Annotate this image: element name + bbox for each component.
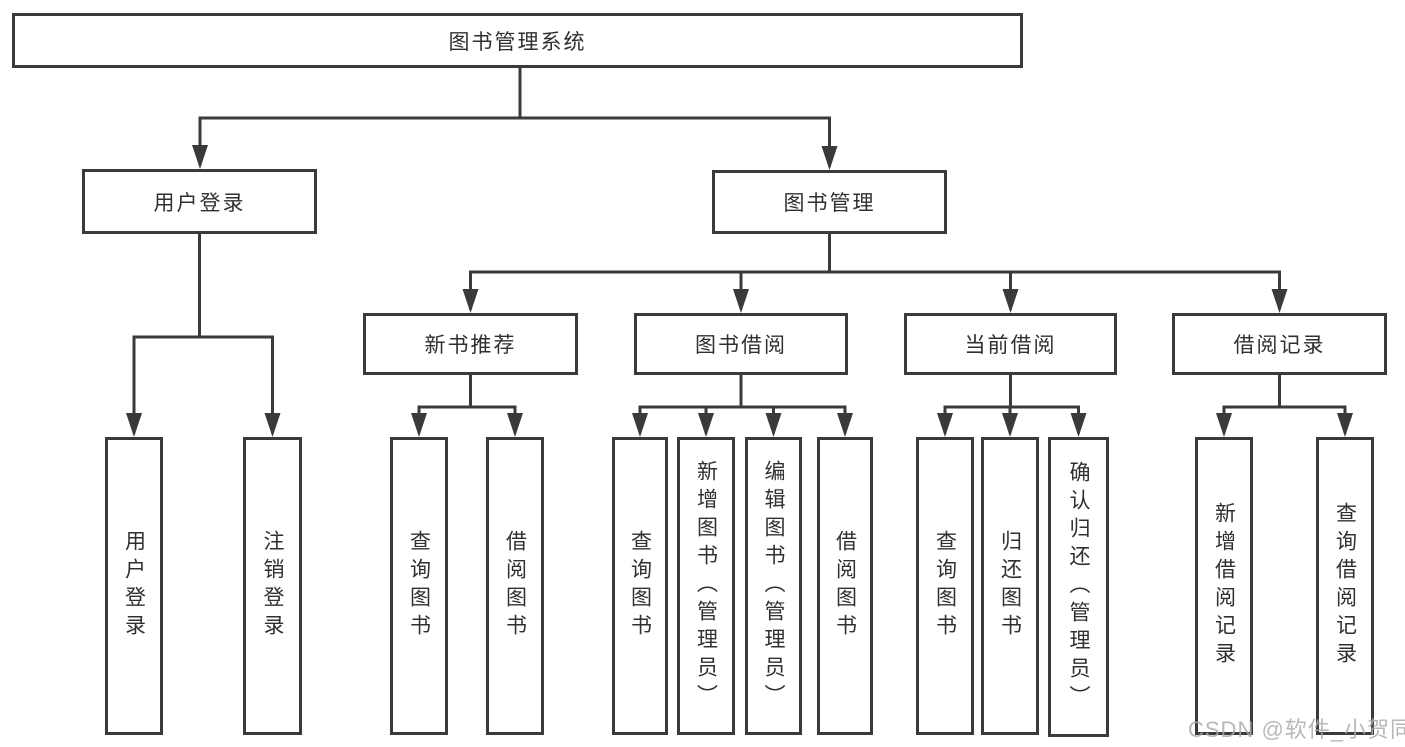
node-user-login: 用户登录 (82, 169, 317, 234)
node-book-borrowing: 图书借阅 (634, 313, 848, 375)
leaf-borrow-books-borrowing: 借阅图书 (817, 437, 873, 735)
leaf-return-book-label: 归还图书 (998, 530, 1022, 642)
leaf-query-books-recommend: 查询图书 (390, 437, 448, 735)
leaf-query-books-current: 查询图书 (916, 437, 974, 735)
node-current-borrowing: 当前借阅 (904, 313, 1117, 375)
node-root-label: 图书管理系统 (448, 30, 587, 54)
leaf-add-borrow-record-label: 新增借阅记录 (1212, 502, 1236, 670)
leaf-logout: 注销登录 (243, 437, 302, 735)
leaf-edit-book-admin-label: 编辑图书（管理员） (762, 460, 785, 712)
leaf-query-books-borrowing-label: 查询图书 (628, 530, 652, 642)
node-book-management: 图书管理 (712, 170, 947, 234)
leaf-query-books-borrowing: 查询图书 (612, 437, 668, 735)
node-borrowing-records-label: 借阅记录 (1233, 334, 1326, 357)
leaf-borrow-books-recommend-label: 借阅图书 (503, 530, 527, 642)
leaf-confirm-return-admin-label: 确认归还（管理员） (1067, 461, 1090, 713)
leaf-add-book-admin-label: 新增图书（管理员） (694, 460, 718, 712)
node-borrowing-records: 借阅记录 (1172, 313, 1387, 375)
leaf-user-login-label: 用户登录 (122, 530, 146, 642)
leaf-add-book-admin: 新增图书（管理员） (677, 437, 735, 735)
node-root-library-system: 图书管理系统 (12, 13, 1023, 68)
leaf-borrow-books-borrowing-label: 借阅图书 (833, 530, 857, 642)
node-current-borrowing-label: 当前借阅 (964, 334, 1057, 357)
leaf-return-book: 归还图书 (981, 437, 1039, 735)
leaf-query-borrow-record: 查询借阅记录 (1316, 437, 1374, 735)
node-user-login-label: 用户登录 (153, 191, 246, 215)
leaf-edit-book-admin: 编辑图书（管理员） (745, 437, 802, 735)
leaf-query-books-recommend-label: 查询图书 (407, 530, 431, 642)
node-book-borrowing-label: 图书借阅 (695, 334, 787, 357)
csdn-watermark: CSDN @软件_小贺同学 (1188, 717, 1405, 742)
leaf-borrow-books-recommend: 借阅图书 (486, 437, 544, 735)
node-book-management-label: 图书管理 (783, 192, 876, 215)
leaf-query-books-current-label: 查询图书 (933, 530, 957, 642)
leaf-logout-label: 注销登录 (261, 530, 284, 642)
leaf-user-login: 用户登录 (105, 437, 163, 735)
leaf-confirm-return-admin: 确认归还（管理员） (1048, 437, 1109, 737)
leaf-add-borrow-record: 新增借阅记录 (1195, 437, 1253, 735)
node-new-book-recommend-label: 新书推荐 (424, 334, 517, 357)
leaf-query-borrow-record-label: 查询借阅记录 (1333, 502, 1357, 670)
node-new-book-recommend: 新书推荐 (363, 313, 578, 375)
